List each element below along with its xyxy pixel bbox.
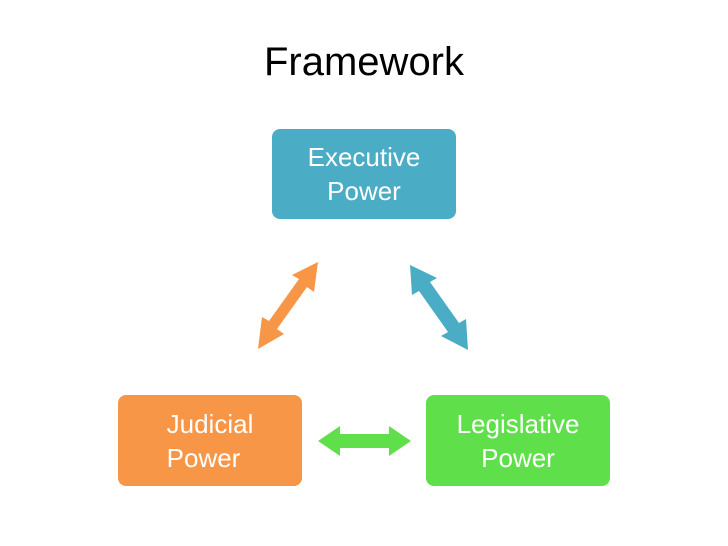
- executive-power-label: Executive Power: [307, 142, 421, 206]
- executive-legislative-arrow: [410, 265, 468, 350]
- legislative-power-label: Legislative Power: [456, 408, 580, 473]
- judicial-power-label: Judicial Power: [166, 408, 254, 473]
- judicial-power-box: Judicial Power: [118, 395, 302, 486]
- legislative-power-box: Legislative Power: [426, 395, 610, 486]
- judicial-legislative-arrow: [318, 426, 411, 456]
- slide-title: Framework: [263, 40, 465, 84]
- executive-judicial-arrow: [258, 262, 318, 349]
- executive-power-box: Executive Power: [272, 129, 456, 219]
